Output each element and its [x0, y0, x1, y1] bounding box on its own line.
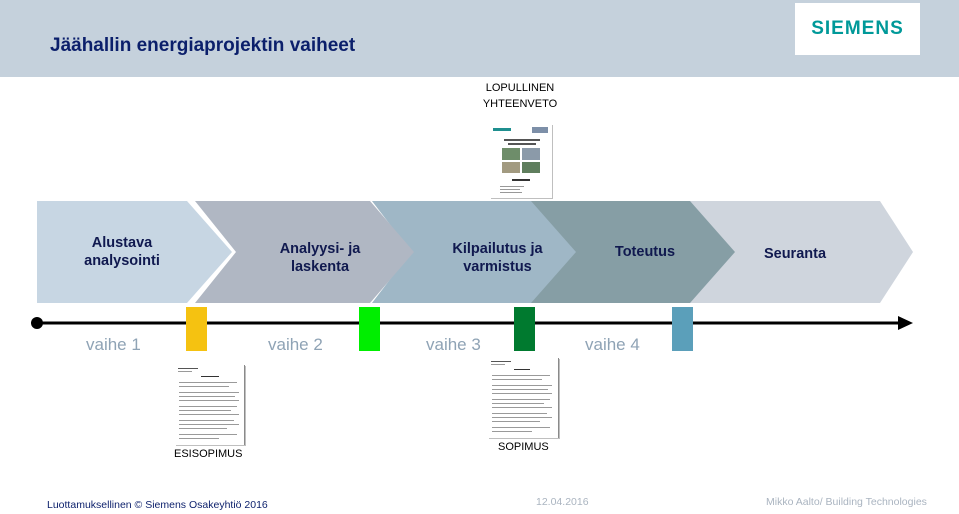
milestone-marker-1: [186, 307, 207, 351]
phase-label-seuranta: Seuranta: [740, 245, 850, 263]
footer-date: 12.04.2016: [536, 496, 589, 508]
phase-label-alustava-line1: Alustava: [91, 235, 153, 251]
milestone-marker-4: [672, 307, 693, 351]
phase-chevron-analyysi: [195, 201, 414, 303]
phase-label-alustava: Alustava analysointi: [62, 234, 182, 270]
footer-author: Mikko Aalto/ Building Technologies: [766, 496, 927, 508]
phase-label-kilpailutus-line2: varmistus: [463, 259, 532, 275]
phase-label-toteutus: Toteutus: [590, 243, 700, 261]
phase-label-analyysi-line1: Analyysi- ja: [279, 241, 361, 257]
phase-chevron-kilpailutus: [372, 201, 576, 303]
phase-label-toteutus-line1: Toteutus: [614, 244, 676, 260]
phase-chevron-alustava: [37, 201, 232, 303]
phase-label-analyysi: Analyysi- ja laskenta: [250, 240, 390, 276]
agreement-thumbnail: [488, 358, 559, 438]
phase-label-kilpailutus-line1: Kilpailutus ja: [452, 241, 543, 257]
milestone-marker-2: [359, 307, 380, 351]
agreement-caption: SOPIMUS: [498, 441, 549, 453]
phase-label-kilpailutus: Kilpailutus ja varmistus: [425, 240, 570, 276]
final-report-label: LOPULLINEN YHTEENVETO: [470, 80, 570, 112]
preagreement-caption: ESISOPIMUS: [174, 448, 243, 460]
vaihe-label-1: vaihe 1: [86, 335, 141, 354]
phase-chevron-seuranta: [680, 201, 913, 303]
logo-text: SIEMENS: [811, 18, 904, 39]
final-report-thumbnail: [490, 124, 552, 198]
siemens-logo: SIEMENS: [795, 3, 920, 55]
vaihe-label-3: vaihe 3: [426, 335, 481, 354]
vaihe-label-4: vaihe 4: [585, 335, 640, 354]
footer-confidential: Luottamuksellinen © Siemens Osakeyhtiö 2…: [47, 499, 268, 511]
phase-chevron-toteutus: [524, 201, 735, 303]
phase-label-seuranta-line1: Seuranta: [763, 246, 827, 262]
timeline-arrowhead: [898, 316, 913, 330]
milestone-marker-3: [514, 307, 535, 351]
page-title: Jäähallin energiaprojektin vaiheet: [50, 35, 356, 56]
phase-label-alustava-line2: analysointi: [84, 253, 160, 269]
preagreement-thumbnail: [175, 365, 245, 445]
vaihe-label-2: vaihe 2: [268, 335, 323, 354]
phase-label-analyysi-line2: laskenta: [290, 259, 350, 275]
final-report-label-line1: LOPULLINEN: [485, 82, 555, 94]
final-report-label-line2: YHTEENVETO: [482, 98, 558, 110]
timeline-start-dot: [31, 317, 43, 329]
